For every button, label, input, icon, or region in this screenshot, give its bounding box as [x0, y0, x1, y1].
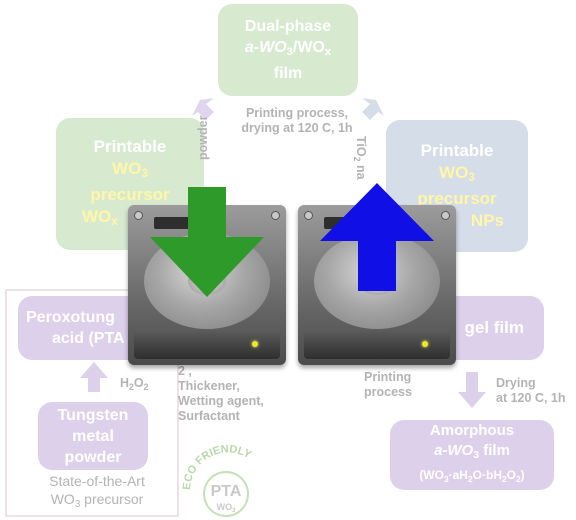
- screw: [134, 211, 143, 220]
- led-right: [422, 341, 428, 347]
- badge-main-text: PTA: [211, 483, 242, 500]
- printing-process-note: Printing process: [364, 370, 412, 399]
- upload-arrow-icon: [320, 183, 434, 291]
- state-of-the-art-note: State-of-the-Art WO3 precursor: [49, 473, 145, 510]
- screw: [271, 211, 280, 220]
- amorphous-wo3-film-box: Amorphous a-WO3 film (WO3·aH2O·bH2O2): [390, 420, 554, 490]
- frame-left: [5, 289, 179, 517]
- drying-note: Drying at 120 C, 1h: [496, 376, 566, 405]
- badge-circle: [203, 471, 249, 517]
- led-left: [252, 341, 258, 347]
- hard-drive-download[interactable]: [128, 187, 286, 365]
- hard-drive-upload[interactable]: [298, 183, 456, 365]
- eco-friendly-pta-badge: ECO FRIENDLY PTA WO3: [181, 443, 254, 517]
- h2o2-label: H2O2: [120, 376, 149, 392]
- arrow-drying-shaft: [466, 372, 478, 394]
- arrow-h2o2-shaft: [88, 376, 100, 392]
- drive-front-right: [304, 329, 450, 359]
- screw: [441, 211, 450, 220]
- badge-sub-text: WO3: [217, 502, 237, 514]
- right-vertical-note: TiO2 na: [352, 136, 368, 180]
- dual-phase-line3: film: [273, 65, 303, 82]
- top-caption: Printing process, drying at 120 C, 1h: [241, 106, 353, 135]
- download-arrow-icon: [150, 187, 264, 297]
- dual-phase-film-box: Dual-phase a-WO3/WOx film: [218, 4, 358, 96]
- additives-note: 2 , Thickener, Wetting agent, Surfactant: [178, 364, 264, 423]
- dual-phase-line2: a-WO3/WOx: [244, 39, 332, 58]
- arrow-up-left: [192, 98, 214, 120]
- tungsten-metal-powder-box: Tungsten metal powder: [38, 402, 148, 470]
- left-vertical-note: powder: [196, 115, 210, 160]
- screw: [304, 211, 313, 220]
- arrow-drying-head: [458, 392, 486, 408]
- arrow-h2o2-head: [80, 362, 108, 378]
- dual-phase-line1: Dual-phase: [244, 18, 332, 35]
- arrow-up-right: [362, 98, 384, 120]
- drive-front-left: [134, 329, 280, 359]
